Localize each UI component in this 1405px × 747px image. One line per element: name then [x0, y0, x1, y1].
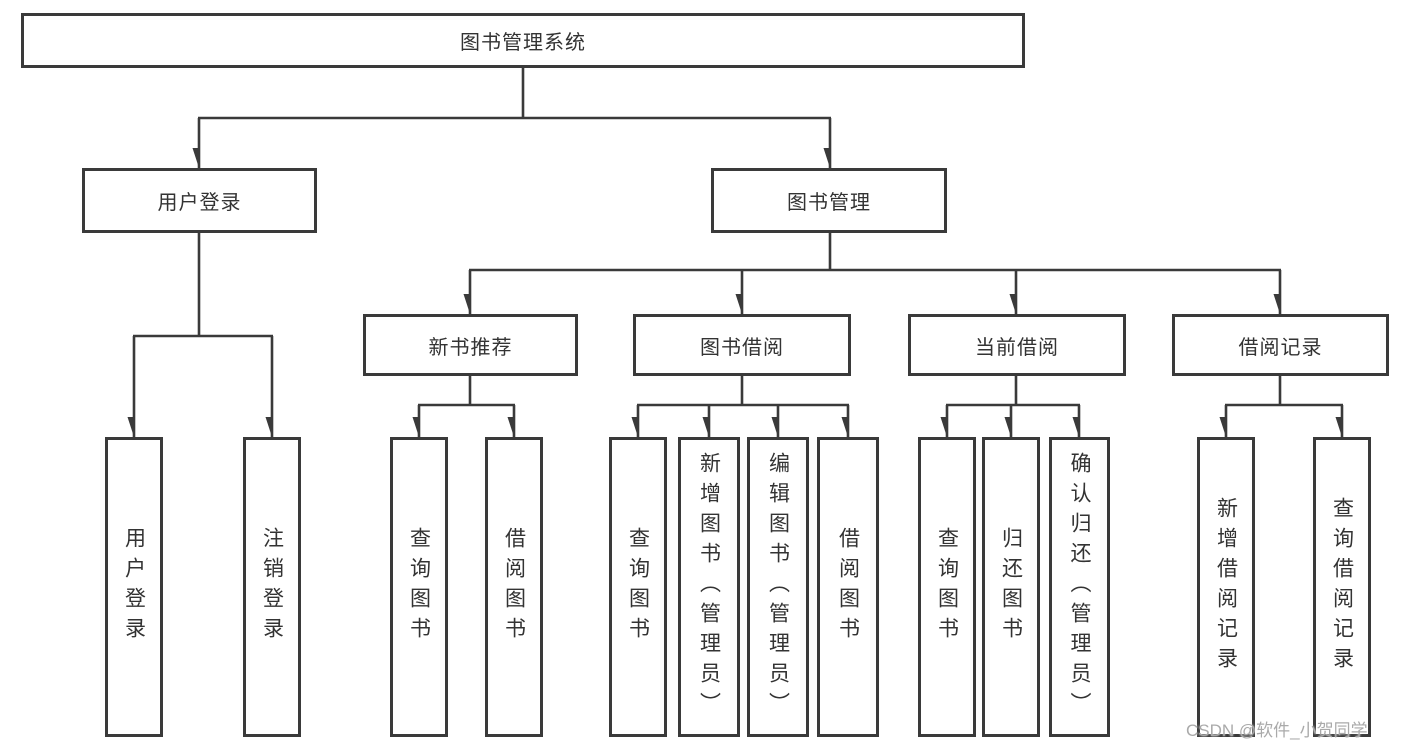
- leaf-user-login-label: 用户登录: [122, 527, 146, 647]
- leaf-query-books-borrow-label: 查询图书: [626, 527, 650, 647]
- leaf-add-books-admin: 新增图书（管理员）: [678, 437, 740, 737]
- leaf-query-borrow-record: 查询借阅记录: [1313, 437, 1371, 737]
- leaf-edit-books-admin-label: 编辑图书（管理员）: [766, 452, 790, 722]
- leaf-return-books: 归还图书: [982, 437, 1040, 737]
- csdn-watermark: CSDN @软件_小贺同学: [1186, 721, 1368, 740]
- node-current-borrow: 当前借阅: [908, 314, 1126, 376]
- leaf-query-borrow-record-label: 查询借阅记录: [1330, 497, 1354, 677]
- leaf-confirm-return-admin-label: 确认归还（管理员）: [1068, 452, 1091, 722]
- leaf-query-books-recommend: 查询图书: [390, 437, 448, 737]
- leaf-query-books-borrow: 查询图书: [609, 437, 667, 737]
- leaf-borrow-books-recommend: 借阅图书: [485, 437, 543, 737]
- leaf-add-borrow-record-label: 新增借阅记录: [1214, 497, 1238, 677]
- leaf-add-borrow-record: 新增借阅记录: [1197, 437, 1255, 737]
- leaf-query-books-current-label: 查询图书: [935, 527, 959, 647]
- leaf-query-books-recommend-label: 查询图书: [407, 527, 431, 647]
- node-new-book-recommend: 新书推荐: [363, 314, 578, 376]
- node-borrow-records: 借阅记录: [1172, 314, 1389, 376]
- node-user-login: 用户登录: [82, 168, 317, 233]
- leaf-add-books-admin-label: 新增图书（管理员）: [697, 452, 721, 722]
- leaf-user-login: 用户登录: [105, 437, 163, 737]
- node-book-borrow: 图书借阅: [633, 314, 851, 376]
- leaf-logout: 注销登录: [243, 437, 301, 737]
- leaf-borrow-books-label: 借阅图书: [836, 527, 860, 647]
- leaf-borrow-books: 借阅图书: [817, 437, 879, 737]
- node-root: 图书管理系统: [21, 13, 1025, 68]
- leaf-confirm-return-admin: 确认归还（管理员）: [1049, 437, 1110, 737]
- leaf-edit-books-admin: 编辑图书（管理员）: [747, 437, 809, 737]
- leaf-query-books-current: 查询图书: [918, 437, 976, 737]
- leaf-logout-label: 注销登录: [260, 527, 284, 647]
- node-book-management: 图书管理: [711, 168, 947, 233]
- leaf-return-books-label: 归还图书: [999, 527, 1023, 647]
- leaf-borrow-books-recommend-label: 借阅图书: [502, 527, 526, 647]
